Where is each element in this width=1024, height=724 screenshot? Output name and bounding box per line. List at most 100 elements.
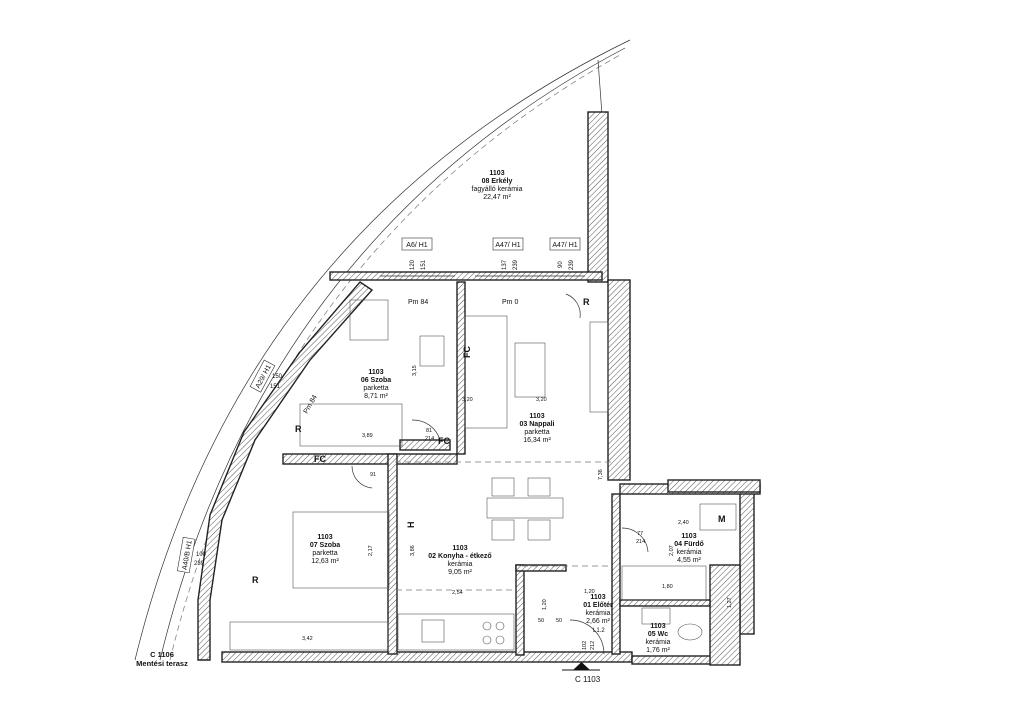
window-tag: A40/B H1 — [176, 536, 196, 574]
wall-dim: 150 — [272, 374, 283, 380]
svg-text:9,05 m²: 9,05 m² — [448, 569, 472, 576]
svg-text:A6/ H1: A6/ H1 — [406, 242, 428, 249]
wall-room07-kitchen — [387, 453, 398, 655]
wall-hall-top — [515, 564, 567, 572]
bathtub — [621, 565, 707, 601]
svg-text:1103: 1103 — [650, 623, 665, 630]
room-label-balcony: 1103 08 Erkély fagyálló kerámia 22,47 m² — [472, 170, 523, 201]
floor-level: Pm 0 — [502, 299, 518, 306]
dimension: 3,89 — [362, 433, 373, 439]
h-symbol: H — [406, 522, 416, 529]
svg-text:02 Konyha - étkező: 02 Konyha - étkező — [428, 553, 491, 560]
door-swing-room07 — [351, 465, 373, 489]
north-wall — [329, 271, 603, 281]
wc-basin — [641, 607, 671, 625]
dimension: 77 — [637, 531, 643, 537]
l12-symbol: L1.2 — [593, 628, 605, 634]
svg-text:06 Szoba: 06 Szoba — [361, 377, 391, 384]
svg-text:22,47 m²: 22,47 m² — [483, 194, 511, 201]
svg-text:kerámia: kerámia — [646, 639, 671, 646]
svg-text:08 Erkély: 08 Erkély — [482, 178, 513, 185]
dimension: 50 — [538, 618, 544, 624]
room-label-living: 1103 03 Nappali parketta 16,34 m² — [519, 413, 554, 444]
dimension: 50 — [556, 618, 562, 624]
room06-bed — [299, 403, 403, 447]
door-swing-living — [565, 293, 581, 319]
cooktop-ring — [495, 621, 505, 631]
dimension: 1,20 — [584, 589, 595, 595]
window-tag: A6/ H1 — [401, 237, 433, 251]
svg-text:12,63 m²: 12,63 m² — [311, 558, 339, 565]
svg-text:2,66 m²: 2,66 m² — [586, 618, 610, 625]
bath-ext-block — [667, 479, 761, 493]
wall-living-stub — [399, 439, 451, 451]
wall-dim: 100 — [196, 552, 207, 558]
room-label-room07: 1103 07 Szoba parketta 12,63 m² — [310, 534, 340, 565]
fc-symbol: FC — [462, 346, 472, 358]
m-symbol: M — [718, 514, 726, 524]
wc-south-wall — [631, 655, 723, 665]
bath-east-wall — [739, 483, 755, 635]
dimension: 214 — [636, 539, 645, 545]
svg-text:parketta: parketta — [363, 385, 388, 392]
dining-chair — [491, 519, 515, 541]
room-label-kitchen: 1103 02 Konyha - étkező kerámia 9,05 m² — [428, 545, 491, 576]
svg-text:03 Nappali: 03 Nappali — [519, 421, 554, 428]
dimension: 91 — [370, 472, 376, 478]
fc-symbol: FC — [314, 454, 326, 464]
wall-dim: 90 — [558, 261, 564, 268]
dimension: 212 — [590, 641, 596, 650]
cooktop-ring — [495, 635, 505, 645]
svg-text:fagyálló kerámia: fagyálló kerámia — [472, 186, 523, 193]
wall-dim: 239 — [194, 561, 205, 567]
dining-chair — [527, 477, 551, 497]
east-balcony-wall — [587, 111, 609, 283]
dimension: 2,54 — [452, 590, 463, 596]
svg-text:1103: 1103 — [368, 369, 383, 376]
svg-text:kerámia: kerámia — [677, 549, 702, 556]
east-wall — [607, 279, 631, 481]
svg-text:kerámia: kerámia — [586, 610, 611, 617]
svg-text:A47/ H1: A47/ H1 — [495, 242, 520, 249]
door-swing-room06 — [411, 419, 441, 441]
wall-room06-living — [456, 281, 466, 455]
svg-text:1,76 m²: 1,76 m² — [646, 647, 670, 654]
room06-wardrobe — [349, 299, 389, 341]
dimension: 3,20 — [536, 397, 547, 403]
svg-text:8,71 m²: 8,71 m² — [364, 393, 388, 400]
neighbour-label: C 1106 Mentési terasz — [136, 650, 188, 668]
svg-text:1103: 1103 — [590, 594, 605, 601]
room-label-wc: 1103 05 Wc kerámia 1,76 m² — [646, 623, 671, 654]
room-label-hall: 1103 01 Előtér kerámia 2,66 m² — [583, 594, 613, 625]
wall-bath-wc — [619, 599, 711, 607]
window-tag: A47/ H1 — [492, 237, 524, 251]
balcony-railing — [159, 47, 626, 661]
room06-desk — [419, 335, 445, 367]
window-tag: A47/ H1 — [549, 237, 581, 251]
dimension: 81 — [426, 428, 432, 434]
svg-text:07 Szoba: 07 Szoba — [310, 542, 340, 549]
room-label-room06: 1103 06 Szoba parketta 8,71 m² — [361, 369, 391, 400]
room-label-bathroom: 1103 04 Fürdő kerámia 4,55 m² — [674, 533, 704, 564]
kitchen-counter — [397, 613, 515, 651]
svg-text:05 Wc: 05 Wc — [648, 631, 668, 638]
dining-table — [486, 497, 564, 519]
balcony-dashed-edge — [169, 54, 621, 661]
room07-bed — [292, 511, 390, 589]
section-marker-label: C 1103 — [575, 675, 601, 684]
dimension: 1,20 — [542, 599, 548, 610]
radiator-symbol: R — [252, 575, 259, 585]
dining-chair — [491, 477, 515, 497]
svg-text:1103: 1103 — [681, 533, 696, 540]
south-wall — [221, 651, 633, 663]
cooktop-ring — [482, 621, 492, 631]
svg-text:Mentési terasz: Mentési terasz — [136, 659, 188, 668]
door-swing-entry — [569, 619, 605, 655]
svg-text:A47/ H1: A47/ H1 — [552, 242, 577, 249]
washbasin — [699, 503, 737, 531]
east-lower-wall — [709, 564, 741, 666]
svg-text:04 Fürdő: 04 Fürdő — [674, 541, 704, 548]
dimension: 2,40 — [678, 520, 689, 526]
dining-chair — [527, 519, 551, 541]
